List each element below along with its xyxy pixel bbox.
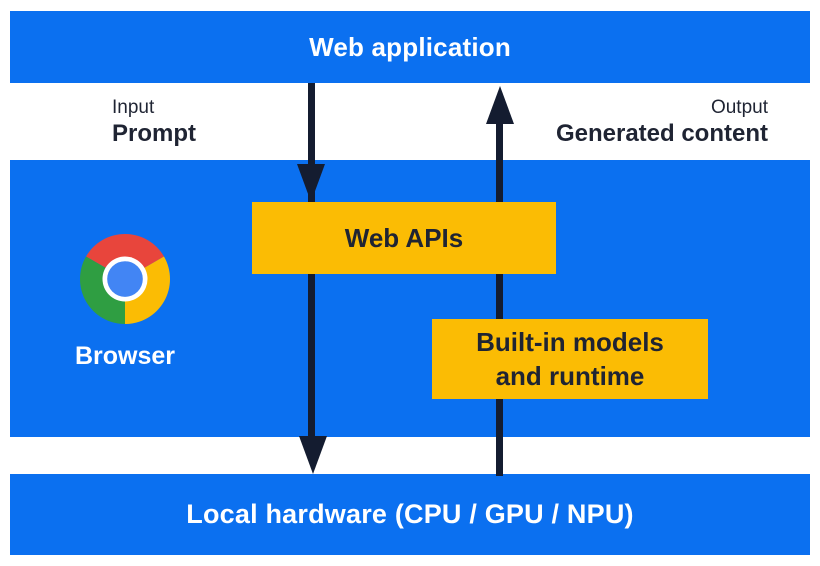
builtin-models-line2: and runtime [495, 361, 645, 391]
input-flow-arrowhead-to-hardware [299, 436, 327, 474]
builtin-models-line1: Built-in models [476, 327, 664, 357]
output-label-group: Output Generated content [556, 95, 768, 148]
builtin-models-box: Built-in models and runtime [432, 319, 708, 399]
web-application-label: Web application [309, 31, 511, 62]
browser-label: Browser [74, 342, 176, 370]
output-value-generated-content: Generated content [555, 120, 768, 147]
local-hardware-label: Local hardware (CPU / GPU / NPU) [186, 499, 634, 529]
input-flow-arrowhead-to-web-apis [297, 164, 325, 202]
builtin-models-label: Built-in models and runtime [476, 325, 664, 393]
input-title: Input [112, 97, 155, 118]
output-flow-arrowhead-to-web-application [486, 86, 514, 124]
local-hardware-bar: Local hardware (CPU / GPU / NPU) [10, 474, 810, 555]
output-flow-arrow-line [496, 122, 503, 476]
web-apis-label: Web APIs [344, 223, 464, 253]
web-apis-box: Web APIs [252, 202, 556, 274]
web-application-bar: Web application [10, 11, 810, 83]
chrome-browser-icon [80, 234, 170, 324]
input-value-prompt: Prompt [112, 120, 196, 147]
input-label-group: Input Prompt [112, 95, 196, 148]
output-title: Output [710, 97, 768, 118]
